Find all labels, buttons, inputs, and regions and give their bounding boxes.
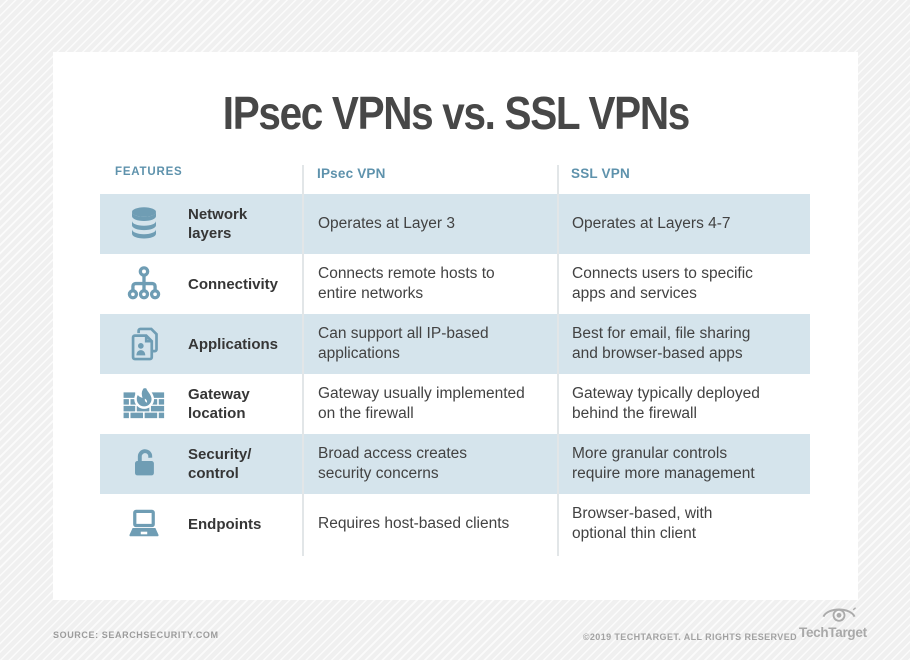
ipsec-cell: Can support all IP-based applications	[318, 325, 489, 362]
sitemap-icon	[100, 254, 188, 314]
ipsec-cell: Gateway usually implemented on the firew…	[318, 385, 525, 422]
ssl-cell: Gateway typically deployed behind the fi…	[572, 385, 760, 422]
column-divider	[557, 165, 559, 556]
ipsec-cell: Requires host-based clients	[318, 515, 510, 532]
ipsec-cell: Operates at Layer 3	[318, 215, 455, 232]
ssl-cell: Best for email, file sharing and browser…	[572, 325, 751, 362]
database-icon	[100, 194, 188, 254]
ipsec-cell: Broad access creates security concerns	[318, 445, 468, 482]
column-divider	[302, 165, 304, 556]
table-row: Applications Can support all IP-based ap…	[100, 314, 810, 374]
table-row: Endpoints Requires host-based clients Br…	[100, 494, 810, 554]
ssl-cell: Connects users to specific apps and serv…	[572, 265, 753, 302]
eye-icon	[822, 607, 857, 622]
source-credit: SOURCE: SEARCHSECURITY.COM	[53, 630, 219, 640]
brand-wordmark: TechTarget	[799, 625, 867, 640]
column-header-ipsec: IPsec VPN	[317, 166, 386, 181]
table-row: Security/ control Broad access creates s…	[100, 434, 810, 494]
feature-label: Applications	[188, 335, 279, 353]
column-header-features: FEATURES	[115, 166, 183, 178]
feature-label: Gateway location	[188, 386, 250, 422]
copyright-text: ©2019 TECHTARGET. ALL RIGHTS RESERVED	[582, 632, 797, 642]
ipsec-cell: Connects remote hosts to entire networks	[318, 265, 495, 302]
lock-open-icon	[100, 434, 188, 494]
comparison-table: Network layers Operates at Layer 3 Opera…	[100, 194, 810, 554]
firewall-icon	[100, 374, 188, 434]
laptop-icon	[100, 494, 188, 554]
ssl-cell: Browser-based, with optional thin client	[572, 505, 713, 542]
documents-icon	[100, 314, 188, 374]
page-title: IPsec VPNs vs. SSL VPNs	[222, 87, 689, 139]
feature-label: Network layers	[188, 206, 248, 242]
ssl-cell: Operates at Layers 4-7	[572, 215, 731, 232]
techtarget-logo: TechTarget	[799, 602, 867, 642]
table-row: Connectivity Connects remote hosts to en…	[100, 254, 810, 314]
feature-label: Connectivity	[188, 275, 279, 293]
column-header-ssl: SSL VPN	[571, 166, 630, 181]
content-card: IPsec VPNs vs. SSL VPNs FEATURES IPsec V…	[53, 52, 858, 600]
ssl-cell: More granular controls require more mana…	[572, 445, 755, 482]
table-row: Network layers Operates at Layer 3 Opera…	[100, 194, 810, 254]
table-row: Gateway location Gateway usually impleme…	[100, 374, 810, 434]
feature-label: Endpoints	[188, 515, 262, 533]
feature-label: Security/ control	[188, 446, 252, 482]
